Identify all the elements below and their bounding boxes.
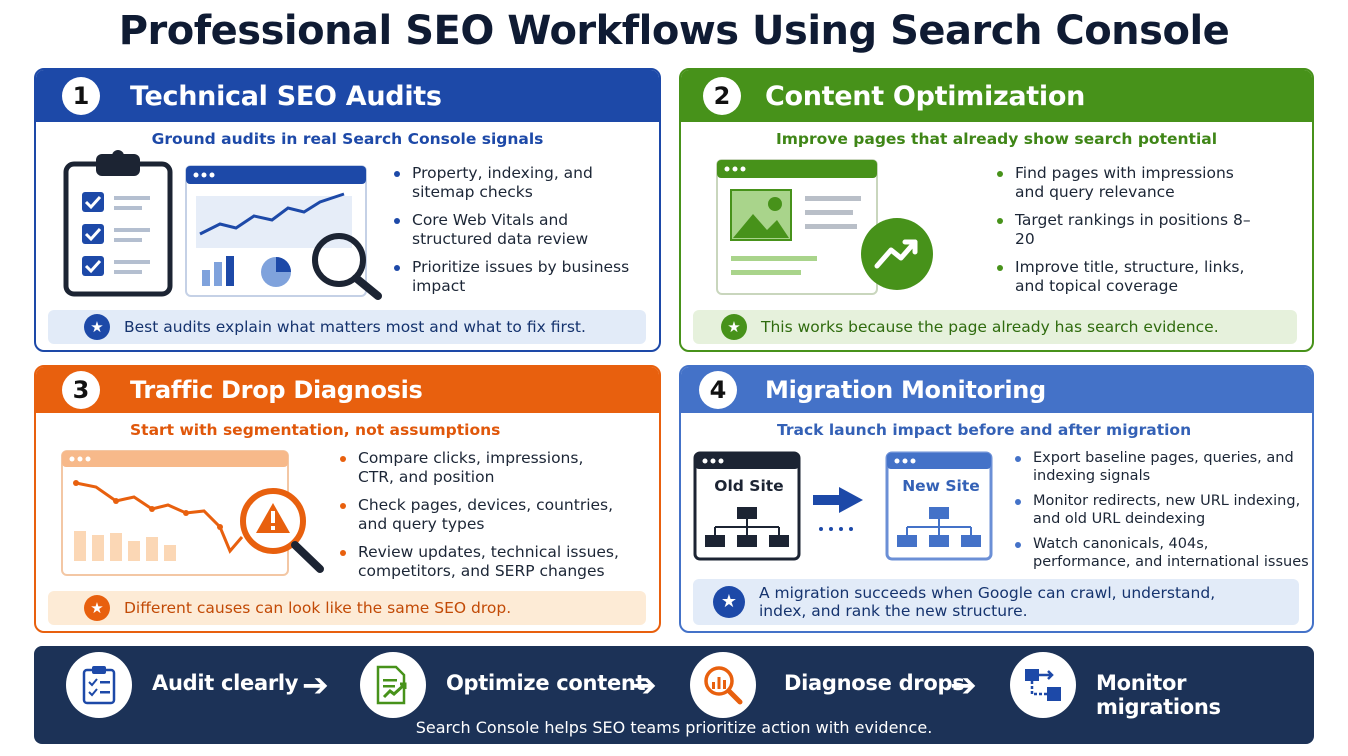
list-item: Property, indexing, and sitemap checks <box>394 164 634 202</box>
footer-note: Search Console helps SEO teams prioritiz… <box>415 718 933 737</box>
list-item: Target rankings in positions 8–20 <box>997 211 1257 249</box>
list-item: Prioritize issues by business impact <box>394 258 634 296</box>
arrow-right-icon: ➔ <box>302 666 329 704</box>
list-item: Improve title, structure, links, and top… <box>997 258 1257 296</box>
list-item: Watch canonicals, 404s, performance, and… <box>1015 535 1309 571</box>
content-page-icon <box>716 159 933 295</box>
step-number: 1 <box>62 77 100 115</box>
bullet-list: Property, indexing, and sitemap checks C… <box>394 164 634 305</box>
card-header: 4 Migration Monitoring <box>681 367 1312 413</box>
callout: ★ Best audits explain what matters most … <box>48 310 646 344</box>
step-number: 3 <box>62 371 100 409</box>
card-title: Migration Monitoring <box>765 376 1046 404</box>
list-item: Check pages, devices, countries, and que… <box>340 496 620 534</box>
step-number: 4 <box>699 371 737 409</box>
card-subtitle: Improve pages that already show search p… <box>775 130 1218 148</box>
old-site-label: Old Site <box>714 477 784 495</box>
card-header: 2 Content Optimization <box>681 70 1312 122</box>
callout: ★ A migration succeeds when Google can c… <box>693 579 1299 625</box>
site-migration-icon <box>693 451 993 561</box>
list-item: Monitor redirects, new URL indexing, and… <box>1015 492 1309 528</box>
star-icon: ★ <box>721 314 747 340</box>
callout-text: Best audits explain what matters most an… <box>124 318 586 336</box>
star-icon: ★ <box>84 314 110 340</box>
callout: ★ Different causes can look like the sam… <box>48 591 646 625</box>
step-monitor <box>1010 652 1076 718</box>
card-technical-seo-audits: 1 Technical SEO Audits Ground audits in … <box>34 68 661 352</box>
arrow-right-icon: ➔ <box>950 666 977 704</box>
list-item: Find pages with impressions and query re… <box>997 164 1257 202</box>
star-icon: ★ <box>713 586 745 618</box>
step-number: 2 <box>703 77 741 115</box>
step-audit <box>66 652 132 718</box>
card-subtitle: Start with segmentation, not assumptions <box>130 421 501 439</box>
step-label: Audit clearly <box>152 671 299 695</box>
card-title: Traffic Drop Diagnosis <box>130 376 423 404</box>
list-item: Core Web Vitals and structured data revi… <box>394 211 634 249</box>
page-title: Professional SEO Workflows Using Search … <box>118 8 1230 54</box>
traffic-drop-chart-icon <box>61 450 324 576</box>
card-content-optimization: 2 Content Optimization Improve pages tha… <box>679 68 1314 352</box>
step-optimize <box>360 652 426 718</box>
step-diagnose <box>690 652 756 718</box>
clipboard-checklist-icon <box>82 666 116 705</box>
star-icon: ★ <box>84 595 110 621</box>
card-subtitle: Track launch impact before and after mig… <box>777 421 1192 439</box>
card-migration-monitoring: 4 Migration Monitoring Track launch impa… <box>679 365 1314 633</box>
magnifier-chart-icon <box>704 666 743 705</box>
workflow-footer: Audit clearly ➔ Optimize content ➔ Diagn… <box>34 646 1314 744</box>
callout-text: Different causes can look like the same … <box>124 599 512 617</box>
new-site-label: New Site <box>902 477 980 495</box>
bullet-list: Export baseline pages, queries, and inde… <box>1015 449 1309 580</box>
step-label: Optimize content <box>446 671 646 695</box>
list-item: Compare clicks, impressions, CTR, and po… <box>340 449 620 487</box>
callout-text: This works because the page already has … <box>761 318 1219 336</box>
arrow-right-icon: ➔ <box>630 666 657 704</box>
analytics-dashboard-icon <box>185 165 382 300</box>
step-label: Diagnose drops <box>784 671 965 695</box>
card-traffic-drop-diagnosis: 3 Traffic Drop Diagnosis Start with segm… <box>34 365 661 633</box>
card-header: 1 Technical SEO Audits <box>36 70 659 122</box>
callout: ★ This works because the page already ha… <box>693 310 1297 344</box>
list-item: Review updates, technical issues, compet… <box>340 543 620 581</box>
card-header: 3 Traffic Drop Diagnosis <box>36 367 659 413</box>
card-title: Content Optimization <box>765 80 1086 112</box>
card-title: Technical SEO Audits <box>130 80 442 112</box>
card-subtitle: Ground audits in real Search Console sig… <box>151 130 544 148</box>
migration-flow-icon <box>1025 669 1061 701</box>
bullet-list: Find pages with impressions and query re… <box>997 164 1257 305</box>
callout-text: A migration succeeds when Google can cra… <box>759 584 1216 620</box>
clipboard-checklist-icon <box>63 150 173 297</box>
list-item: Export baseline pages, queries, and inde… <box>1015 449 1309 485</box>
step-label: Monitor migrations <box>1096 671 1221 719</box>
document-chart-icon <box>376 665 407 705</box>
bullet-list: Compare clicks, impressions, CTR, and po… <box>340 449 620 590</box>
